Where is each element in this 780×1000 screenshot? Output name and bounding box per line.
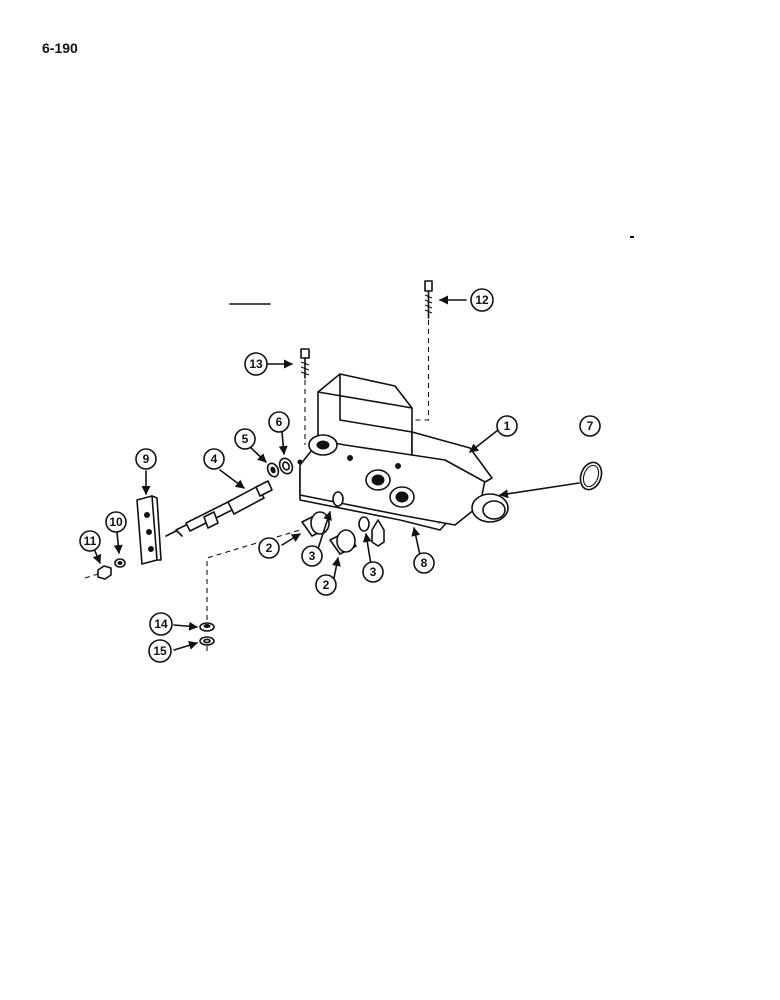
spool: [165, 480, 273, 537]
callout-13: 13: [244, 352, 268, 376]
callout-2-upper: 2: [258, 537, 280, 559]
seal-ring-7: [579, 461, 603, 491]
callout-1: 1: [496, 415, 518, 437]
svg-text:9: 9: [143, 452, 150, 466]
callout-5: 5: [234, 428, 256, 450]
svg-text:10: 10: [109, 515, 123, 529]
svg-text:14: 14: [154, 617, 168, 631]
svg-text:4: 4: [211, 452, 218, 466]
callout-9: 9: [135, 448, 157, 470]
svg-text:11: 11: [84, 534, 97, 548]
callout-3-upper: 3: [301, 545, 323, 567]
svg-text:7: 7: [587, 419, 594, 433]
callout-3-lower: 3: [362, 561, 384, 583]
valve-housing: [297, 373, 509, 547]
svg-text:12: 12: [475, 293, 489, 307]
svg-text:5: 5: [242, 432, 249, 446]
svg-text:3: 3: [309, 549, 316, 563]
bracket: [136, 495, 162, 565]
callout-7: 7: [579, 415, 601, 437]
plug-upper: [301, 511, 330, 537]
callout-10: 10: [105, 511, 127, 533]
bolt-long: [415, 280, 433, 421]
plug-lower: [329, 529, 357, 555]
callout-6: 6: [268, 411, 290, 433]
svg-text:2: 2: [266, 541, 273, 555]
callout-15: 15: [148, 639, 172, 663]
callout-14: 14: [149, 612, 173, 636]
svg-text:8: 8: [421, 556, 428, 570]
svg-text:6: 6: [276, 415, 283, 429]
bolt-short: [300, 348, 310, 445]
svg-text:1: 1: [504, 419, 511, 433]
seal-upper: [332, 491, 344, 507]
svg-text:2: 2: [323, 578, 330, 592]
callout-11: 11: [79, 530, 101, 552]
svg-text:13: 13: [249, 357, 263, 371]
svg-text:3: 3: [370, 565, 377, 579]
callout-8: 8: [413, 552, 435, 574]
callout-12: 12: [470, 288, 494, 312]
svg-text:15: 15: [153, 644, 167, 658]
callout-4: 4: [203, 448, 225, 470]
callout-2-lower: 2: [315, 574, 337, 596]
nut-11: [97, 565, 112, 580]
seal-lower: [358, 516, 370, 532]
page-number: 6-190: [42, 40, 78, 56]
